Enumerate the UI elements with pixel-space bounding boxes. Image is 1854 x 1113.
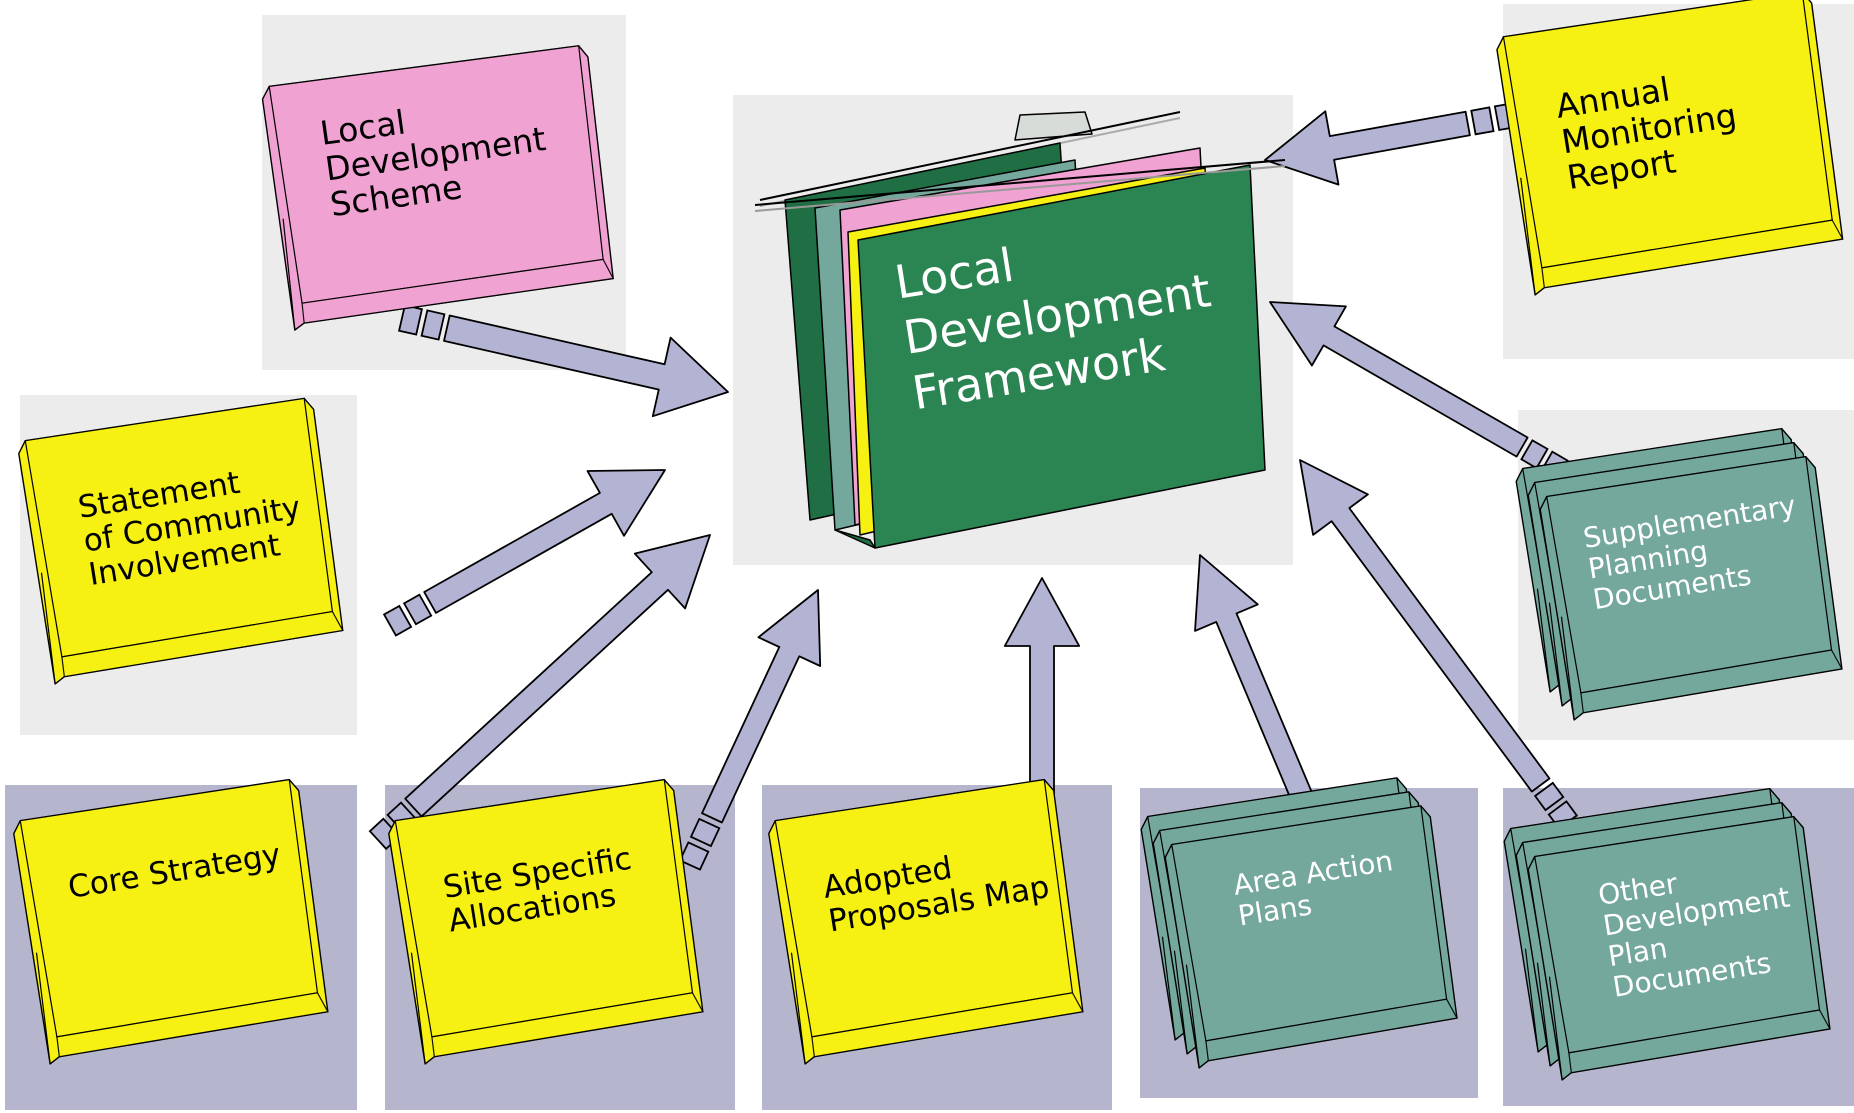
arrow-shaft: [701, 589, 822, 824]
folder-crease: [282, 218, 296, 331]
ldf-hanging-file: [754, 111, 1286, 549]
folder-pocket: [301, 258, 615, 324]
folder-pocket: [1541, 219, 1844, 289]
arrow-dash: [1533, 781, 1565, 812]
folder-pocket: [56, 992, 329, 1058]
arrow-dash: [678, 841, 710, 871]
folder-shape: [1496, 0, 1844, 296]
documents: LocalDevelopmentScheme AnnualMonitoringRe…: [13, 0, 1844, 1081]
doc-sci: Statementof CommunityInvolvement: [18, 397, 344, 685]
arrow-dash: [402, 593, 433, 626]
arrow-shaft: [1264, 110, 1471, 186]
arrow-sci: [382, 469, 666, 637]
folder-pocket: [1580, 649, 1843, 714]
folder-crease: [1524, 948, 1539, 1052]
folder-crease: [1536, 962, 1551, 1066]
doc-lds: LocalDevelopmentScheme: [261, 45, 615, 331]
folder-crease: [1560, 616, 1575, 720]
arrow-lds: [398, 304, 729, 418]
doc-amr: AnnualMonitoringReport: [1496, 0, 1844, 296]
arrow-dash: [1520, 439, 1549, 470]
arrows: [368, 102, 1579, 876]
folder-shape: [1527, 815, 1831, 1081]
hanging-rod-front-shadow: [754, 165, 1286, 212]
folder-crease: [410, 952, 426, 1064]
folder-shape: [18, 397, 344, 685]
folder-front-edge: [834, 529, 876, 549]
doc-label: LocalDevelopmentScheme: [318, 83, 554, 224]
folder-shape: [1164, 805, 1458, 1069]
folder-shape: [388, 778, 704, 1065]
arrow-dash: [420, 309, 446, 341]
arrow-amr: [1264, 102, 1519, 186]
folder-crease: [1520, 177, 1536, 295]
arrow-shaft: [1269, 301, 1529, 458]
doc-ssa: Site SpecificAllocations: [388, 778, 704, 1065]
doc-aap: Area ActionPlans: [1140, 777, 1458, 1069]
folder-front-green: [857, 164, 1266, 549]
ldf-title: Local Development Framework: [891, 206, 1237, 421]
folder-crease: [35, 952, 51, 1064]
doc-apm: AdoptedProposals Map: [768, 778, 1084, 1065]
arrow-shaft: [423, 469, 666, 614]
doc-spd: SupplementaryPlanningDocuments: [1515, 427, 1843, 721]
doc-core: Core Strategy: [13, 778, 329, 1065]
folder-shape: [261, 45, 615, 331]
folder-crease: [1161, 936, 1176, 1040]
folder-shape: [13, 778, 329, 1065]
arrow-shaft: [443, 314, 729, 418]
folder-pocket: [1205, 998, 1458, 1062]
arrow-odpd: [1299, 459, 1579, 830]
folder-shape: [768, 778, 1084, 1065]
doc-label: OtherDevelopmentPlanDocuments: [1596, 850, 1802, 1004]
arrow-dash: [382, 604, 413, 637]
folder-crease: [1548, 602, 1563, 706]
arrow-shaft: [1299, 459, 1551, 793]
hanging-rod-back: [759, 111, 1181, 201]
arrow-shaft: [404, 534, 711, 818]
folder-crease: [40, 572, 56, 684]
folder-crease: [1173, 950, 1188, 1054]
doc-label: Statementof CommunityInvolvement: [76, 456, 309, 593]
folder-front: [19, 778, 319, 1038]
folder-crease: [1548, 976, 1563, 1080]
folder-pocket: [811, 992, 1084, 1058]
arrow-shaft: [1194, 554, 1313, 801]
folder-crease: [790, 952, 806, 1064]
arrow-dash: [1470, 106, 1495, 136]
folder-pocket: [431, 992, 704, 1058]
folder-pocket: [61, 610, 344, 678]
arrow-ssa: [678, 589, 822, 871]
arrow-dash: [398, 304, 423, 336]
folder-shape: [1539, 455, 1843, 721]
hanging-rod-front: [754, 159, 1286, 206]
folder-crease: [1536, 588, 1551, 692]
folder-crease: [1185, 964, 1200, 1068]
folder-pocket: [1568, 1009, 1831, 1074]
arrow-dash: [689, 817, 721, 848]
doc-odpd: OtherDevelopmentPlanDocuments: [1503, 787, 1831, 1081]
